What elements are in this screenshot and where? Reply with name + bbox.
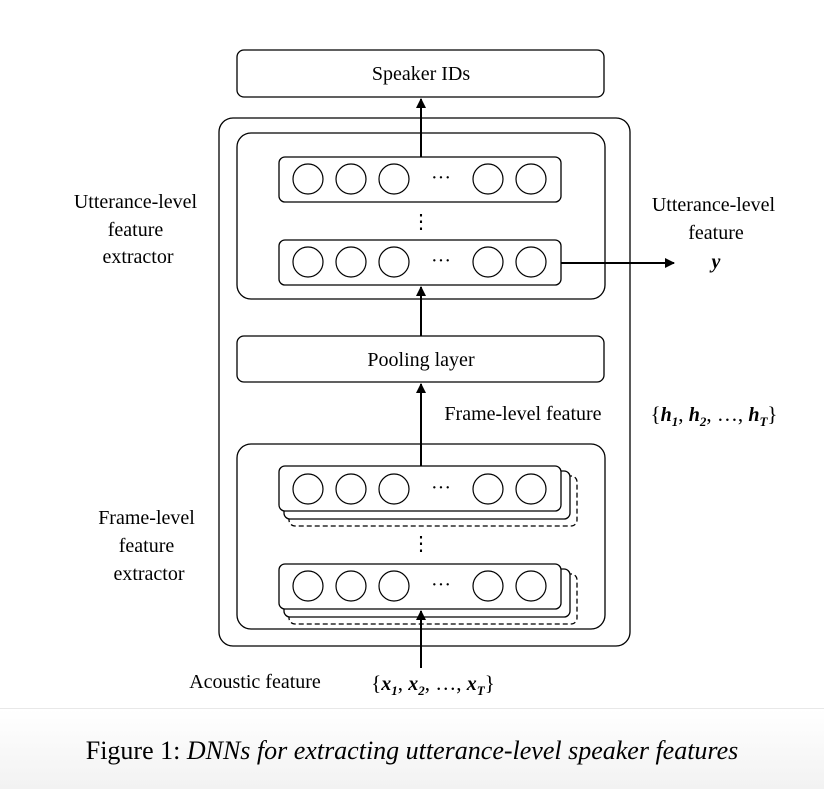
pooling-layer-box: Pooling layer	[236, 335, 605, 383]
frame-layer-top: ···	[278, 465, 578, 527]
neuron	[472, 473, 504, 505]
frame-layer-bottom: ···	[278, 563, 578, 625]
neuron	[515, 473, 547, 505]
caption-text: DNNs for extracting utterance-level spea…	[186, 736, 739, 765]
layer-ellipsis: ···	[431, 477, 451, 499]
frame-feature-label: Frame-level feature	[444, 403, 601, 425]
neuron	[515, 246, 547, 278]
layer-ellipsis: ···	[431, 167, 451, 189]
neuron	[515, 163, 547, 195]
pooling-layer-label: Pooling layer	[367, 349, 475, 371]
figure-caption: Figure 1: DNNs for extracting utterance-…	[0, 736, 824, 766]
dnn-diagram: Speaker IDs ··· ⋮ ··· Pooling layer	[74, 49, 780, 698]
speaker-ids-box: Speaker IDs	[236, 49, 605, 98]
neuron	[378, 473, 410, 505]
utterance-layer-bottom: ···	[278, 239, 562, 286]
neuron	[378, 570, 410, 602]
neuron	[472, 570, 504, 602]
layer-ellipsis: ···	[431, 250, 451, 272]
caption-prefix: Figure 1:	[85, 736, 187, 765]
neuron	[335, 246, 367, 278]
neuron	[292, 246, 324, 278]
utterance-output-label: Utterance-level feature	[652, 194, 780, 244]
neuron	[378, 246, 410, 278]
utterance-layer-top: ···	[278, 156, 562, 203]
neuron	[292, 473, 324, 505]
network-outer-box	[218, 117, 631, 647]
utterance-output-symbol: y	[710, 251, 721, 273]
acoustic-feature-set: {x1, x2, …, xT}	[371, 671, 495, 698]
layer-ellipsis: ···	[431, 574, 451, 596]
neuron	[335, 570, 367, 602]
neuron	[335, 473, 367, 505]
neuron	[515, 570, 547, 602]
neuron	[472, 163, 504, 195]
neuron	[292, 570, 324, 602]
caption-band	[0, 708, 824, 789]
neuron	[292, 163, 324, 195]
speaker-ids-label: Speaker IDs	[372, 63, 471, 85]
frame-feature-set: {h1, h2, …, hT}	[650, 402, 777, 429]
vertical-ellipsis: ⋮	[411, 211, 431, 233]
acoustic-feature-label: Acoustic feature	[189, 671, 321, 693]
neuron	[472, 246, 504, 278]
neuron	[335, 163, 367, 195]
utterance-extractor-label: Utterance-level feature extractor	[74, 191, 202, 268]
vertical-ellipsis: ⋮	[411, 533, 431, 555]
frame-extractor-label: Frame-level feature extractor	[98, 507, 200, 585]
neuron	[378, 163, 410, 195]
